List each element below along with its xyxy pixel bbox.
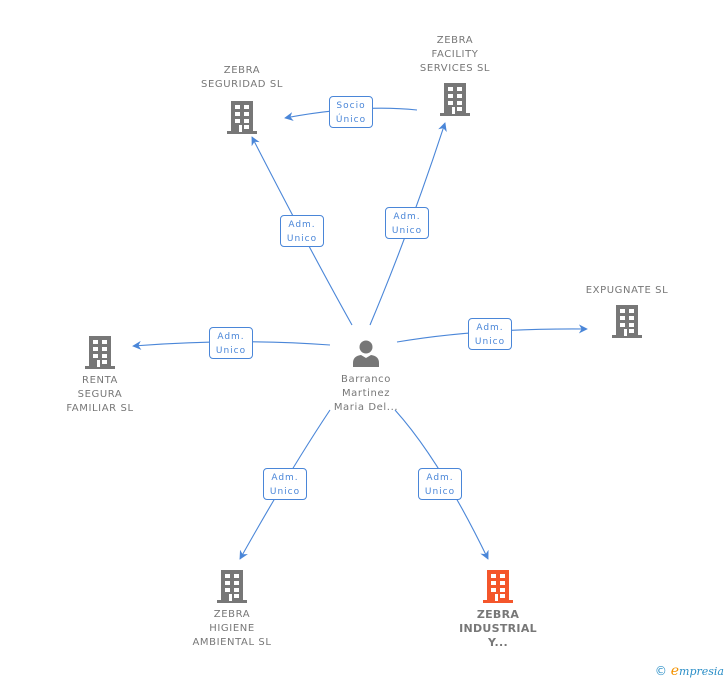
copyright-icon: ©: [654, 664, 667, 678]
company-name: ZEBRA SEGURIDAD SL: [201, 65, 283, 90]
building-icon: [85, 336, 115, 369]
company-name: ZEBRA FACILITY SERVICES SL: [419, 35, 491, 74]
company-node-industrial[interactable]: ZEBRA INDUSTRIAL Y...: [446, 568, 550, 650]
edge-label-higiene[interactable]: Adm. Unico: [263, 468, 307, 500]
company-node-renta[interactable]: RENTA SEGURA FAMILIAR SL: [48, 334, 152, 416]
edge-label-expugnate[interactable]: Adm. Unico: [468, 318, 512, 350]
brand-logo-initial: e: [670, 663, 680, 679]
edge-label-renta[interactable]: Adm. Unico: [209, 327, 253, 359]
company-name: EXPUGNATE SL: [585, 285, 669, 296]
building-icon: [217, 570, 247, 603]
building-icon: [483, 570, 513, 603]
empresia-watermark: © empresia: [655, 663, 724, 679]
company-node-seguridad[interactable]: ZEBRA SEGURIDAD SL: [180, 64, 304, 135]
edge-label-facility-seguridad[interactable]: Socio Único: [329, 96, 373, 128]
building-icon: [612, 305, 642, 338]
company-node-facility[interactable]: ZEBRA FACILITY SERVICES SL: [400, 34, 510, 117]
company-name: ZEBRA INDUSTRIAL Y...: [459, 608, 537, 649]
person-name: Barranco Martinez Maria Del...: [333, 374, 399, 413]
building-icon: [440, 83, 470, 116]
building-icon: [227, 101, 257, 134]
person-node[interactable]: Barranco Martinez Maria Del...: [316, 338, 416, 415]
brand-logo-text: mpresia: [679, 665, 724, 678]
company-name: RENTA SEGURA FAMILIAR SL: [66, 375, 134, 414]
company-node-expugnate[interactable]: EXPUGNATE SL: [572, 284, 682, 339]
edge-label-facility[interactable]: Adm. Unico: [385, 207, 429, 239]
edge-label-industrial[interactable]: Adm. Unico: [418, 468, 462, 500]
person-icon: [353, 340, 379, 367]
edge-label-seguridad[interactable]: Adm. Unico: [280, 215, 324, 247]
company-node-higiene[interactable]: ZEBRA HIGIENE AMBIENTAL SL: [170, 568, 294, 650]
company-name: ZEBRA HIGIENE AMBIENTAL SL: [192, 609, 272, 648]
